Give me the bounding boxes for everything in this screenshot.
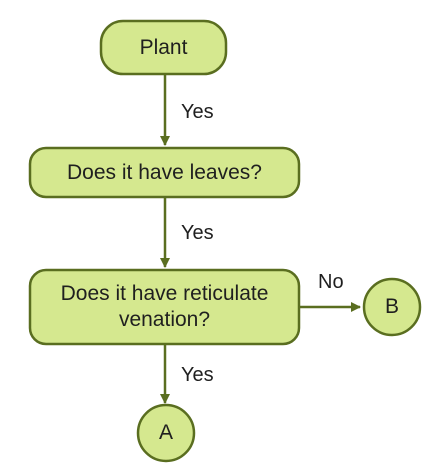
node-plant-label: Plant bbox=[139, 35, 188, 59]
node-plant: Plant bbox=[101, 21, 226, 74]
node-has-leaves-shape bbox=[28, 146, 301, 199]
node-a-shape bbox=[136, 403, 196, 463]
node-a: A bbox=[138, 405, 194, 461]
node-reticulate-label-line1: Does it have reticulate bbox=[60, 282, 269, 305]
edge-label-plant-to-leaves: Yes bbox=[181, 101, 214, 123]
node-reticulate: Does it have reticulate venation? bbox=[30, 270, 299, 344]
node-has-leaves-label: Does it have leaves? bbox=[67, 160, 262, 184]
node-b-label: B bbox=[384, 295, 399, 318]
node-b-shape bbox=[362, 277, 422, 337]
node-reticulate-shape bbox=[28, 268, 301, 346]
node-plant-shape bbox=[99, 19, 228, 76]
edge-label-reticulate-to-a: Yes bbox=[181, 364, 214, 386]
node-a-label: A bbox=[158, 421, 173, 444]
edge-label-leaves-to-reticulate: Yes bbox=[181, 222, 214, 244]
node-has-leaves: Does it have leaves? bbox=[30, 148, 299, 197]
node-b: B bbox=[364, 279, 420, 335]
node-reticulate-label-line2: venation? bbox=[118, 308, 211, 331]
edge-label-reticulate-to-b: No bbox=[318, 271, 344, 293]
